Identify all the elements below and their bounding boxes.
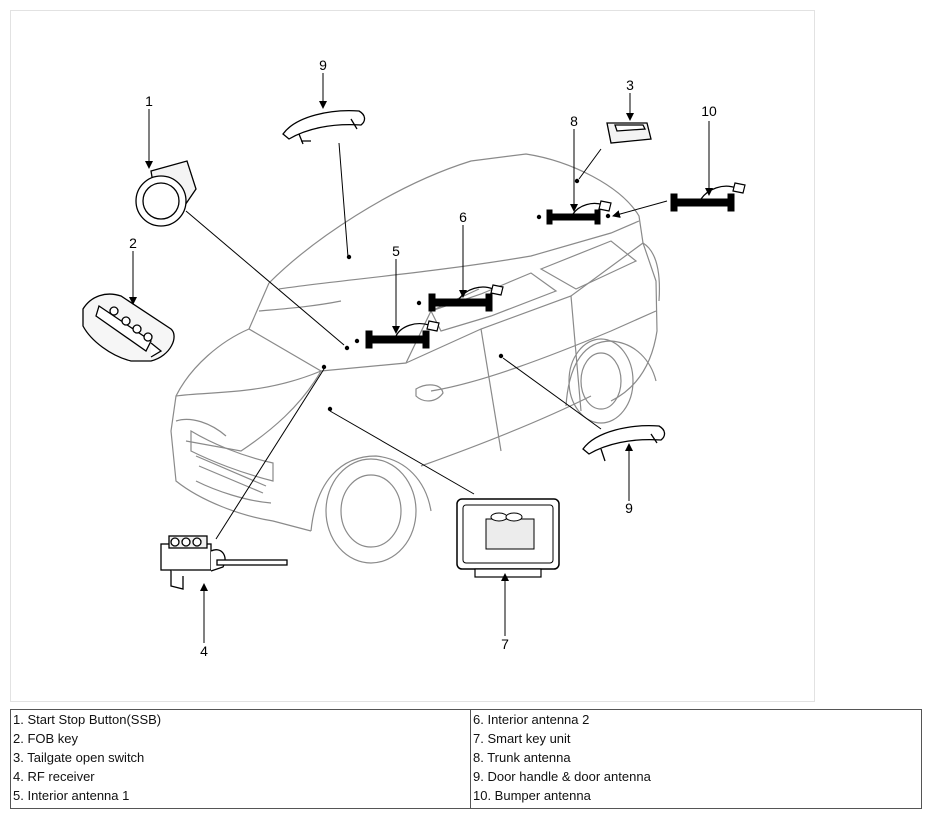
legend-item: 4. RF receiver <box>13 769 95 784</box>
start-stop-button-part <box>135 160 197 227</box>
legend-table: 1. Start Stop Button(SSB) 2. FOB key 3. … <box>10 709 922 809</box>
legend-item: 5. Interior antenna 1 <box>13 788 130 803</box>
legend-item: 2. FOB key <box>13 731 79 746</box>
location-dots <box>321 178 611 412</box>
trunk-antenna-part <box>546 200 612 225</box>
component-location-diagram: 1 2 3 4 5 6 7 8 9 9 10 <box>10 10 815 702</box>
callout-1: 1 <box>145 93 153 109</box>
interior-antenna-1-part <box>365 320 440 349</box>
smart-key-unit-part <box>456 498 560 578</box>
callout-10: 10 <box>701 103 717 119</box>
callout-2: 2 <box>129 235 137 251</box>
callout-7: 7 <box>501 636 509 652</box>
legend-item: 6. Interior antenna 2 <box>473 712 590 727</box>
fob-key-part <box>82 293 175 362</box>
legend-column-right: 6. Interior antenna 2 7. Smart key unit … <box>470 709 922 809</box>
door-handle-top-part <box>282 110 366 145</box>
callout-5: 5 <box>392 243 400 259</box>
vehicle-outline <box>170 153 661 564</box>
callout-6: 6 <box>459 209 467 225</box>
legend-item: 1. Start Stop Button(SSB) <box>13 712 162 727</box>
callout-4: 4 <box>200 643 208 659</box>
callout-3: 3 <box>626 77 634 93</box>
legend-item: 3. Tailgate open switch <box>13 750 145 765</box>
door-handle-bottom-part <box>582 425 666 462</box>
callout-8: 8 <box>570 113 578 129</box>
legend-item: 8. Trunk antenna <box>473 750 571 765</box>
legend-item: 10. Bumper antenna <box>473 788 591 803</box>
callout-9-top: 9 <box>319 57 327 73</box>
legend-item: 9. Door handle & door antenna <box>473 769 651 784</box>
legend-column-left: 1. Start Stop Button(SSB) 2. FOB key 3. … <box>10 709 471 809</box>
callout-9-bottom: 9 <box>625 500 633 516</box>
tailgate-switch-part <box>606 122 652 144</box>
legend-item: 7. Smart key unit <box>473 731 571 746</box>
rf-receiver-part <box>160 535 288 590</box>
leader-lines <box>129 73 713 643</box>
bumper-antenna-part <box>670 182 746 212</box>
